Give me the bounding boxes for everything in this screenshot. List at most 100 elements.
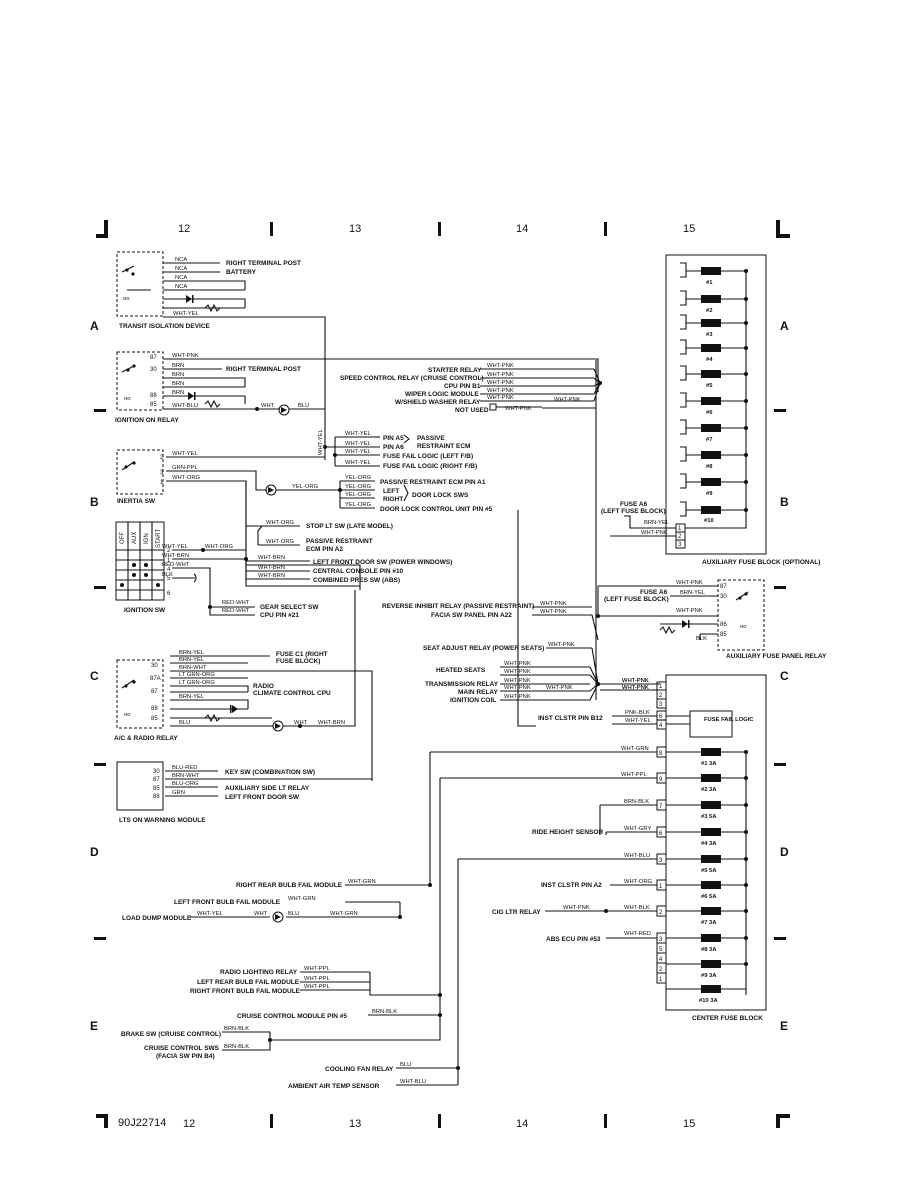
ride-height-label: RIDE HEIGHT SENSOR — [532, 829, 603, 836]
starter-wire-1: WHT-PNK — [487, 363, 514, 369]
starter-label-3: CPU PIN B1 — [444, 383, 481, 390]
aux-block-wire-1: BRN-YEL — [644, 520, 670, 526]
starter-label-2: SPEED CONTROL RELAY (CRUISE CONTROL) — [340, 375, 484, 382]
center-fuses: #1 3A #2 3A #3 5A #4 3A #5 5A #6 5A #7 3… — [666, 748, 748, 1004]
cf-fuse-1: #1 3A — [701, 761, 717, 767]
cf-top-pin-3: 3 — [659, 702, 663, 708]
seat-main-wire-1: WHT-PNK — [546, 685, 573, 691]
transit-wire-2: NCA — [175, 266, 187, 272]
aux-relay-wire-1: WHT-PNK — [676, 580, 703, 586]
ign-relay-pin-85: 85 — [150, 402, 157, 408]
pas-dest-2: PIN A6 — [383, 444, 404, 451]
ac-bottom-2: WHT-BRN — [318, 720, 345, 726]
lower-wire-1: WHT-GRN — [348, 879, 376, 885]
col-top-15: 15 — [683, 223, 695, 235]
seat-wire-6: WHT-PNK — [504, 694, 531, 700]
aux-relay-wire-3: WHT-PNK — [676, 608, 703, 614]
col-bottom-12: 12 — [183, 1118, 195, 1130]
aux-fuse-1: #1 — [706, 280, 713, 286]
ac-wire-7: BLU — [179, 720, 190, 726]
svg-text:oo: oo — [124, 712, 130, 718]
cf-fuse-3: #3 5A — [701, 814, 717, 820]
ac-dest-3: RADIO — [253, 683, 274, 690]
lower-wire-8: WHT-PPL — [304, 976, 331, 982]
aux-fuse-5: #5 — [706, 383, 713, 389]
lts-wire-3: BLU-ORG — [172, 781, 199, 787]
ign-sw-wire-1: WHT-YEL — [162, 544, 189, 550]
cf-fuse-4: #4 3A — [701, 841, 717, 847]
cf-wire-7: WHT-BLK — [624, 905, 650, 911]
row-right-a: A — [780, 319, 789, 333]
lower-wire-6: WHT-GRN — [330, 911, 358, 917]
reverse-wire-2: WHT-PNK — [540, 609, 567, 615]
col-top-12: 12 — [178, 223, 190, 235]
lower-label-10: (FACIA SW PIN B4) — [156, 1053, 215, 1060]
cf-top-wire-1: WHT-PNK — [622, 678, 649, 684]
lts-pin-30: 30 — [153, 769, 160, 775]
row-left-c: C — [90, 669, 99, 683]
wht-org-dest-1: STOP LT SW (LATE MODEL) — [306, 523, 393, 530]
ac-dest-1: FUSE C1 (RIGHT — [276, 651, 328, 658]
ac-wire-6: BRN-YEL — [179, 694, 205, 700]
ign-relay-wire-4: BRN — [172, 381, 184, 387]
svg-text:oo: oo — [123, 296, 129, 302]
aux-relay-pin-86: 86 — [720, 622, 727, 628]
ac-wire-4: LT GRN-ORG — [179, 672, 215, 678]
transit-dest-1: RIGHT TERMINAL POST — [226, 260, 301, 267]
ac-radio-relay: oo 30 87A 87 88 85 BRN-YEL BRN-YEL BRN-W… — [114, 590, 373, 781]
red-wht-dest-2: CPU PIN #21 — [260, 612, 299, 619]
cig-wire: WHT-PNK — [563, 905, 590, 911]
reverse-label-1: REVERSE INHIBIT RELAY (PASSIVE RESTRAINT… — [382, 603, 534, 610]
starter-label-1: STARTER RELAY — [428, 367, 482, 374]
pas-brace-2: RESTRAINT ECM — [417, 443, 470, 450]
aux-fuse-10: #10 — [704, 518, 714, 524]
row-labels: A B C D E A B C D E — [90, 319, 789, 1033]
cf-top-wire-4: WHT-YEL — [625, 718, 652, 724]
cf-fuse-2: #2 3A — [701, 787, 717, 793]
ign-sw-wire-4: BLK — [162, 572, 173, 578]
lower-wire-7: WHT-PPL — [304, 966, 331, 972]
wht-org-dest-3: ECM PIN A2 — [306, 546, 343, 553]
svg-text:oo: oo — [740, 624, 746, 630]
red-wht-wire-1: RED-WHT — [222, 600, 250, 606]
ac-bottom-1: WHT — [294, 720, 308, 726]
cf-wire-3: BRN-BLK — [624, 799, 649, 805]
lower-wire-9: WHT-PPL — [304, 984, 331, 990]
starter-main-wire: WHT-PNK — [554, 397, 581, 403]
cf-wire-8: WHT-RED — [624, 931, 651, 937]
ign-relay-dest: RIGHT TERMINAL POST — [226, 366, 301, 373]
cf-pin-1a: 1 — [659, 884, 663, 890]
lower-wire-2: WHT-GRN — [288, 896, 316, 902]
aux-fuse-block: #1 #2 #3 #4 #5 #6 #7 #8 #9 #10 1 2 3 FUS… — [601, 254, 820, 566]
seat-label-1: SEAT ADJUST RELAY (POWER SEATS) — [423, 645, 544, 652]
pas-dest-4: FUSE FAIL LOGIC (RIGHT F/B) — [383, 463, 477, 470]
yel-wire-4: YEL-ORG — [345, 502, 372, 508]
aux-fuse-2: #2 — [706, 308, 712, 314]
aux-block-pin-2: 2 — [678, 534, 682, 540]
transit-isolation-device: oo NCA NCA NCA NCA RIGHT TERMINAL POST B… — [116, 251, 326, 430]
ign-relay-wire-2: BRN — [172, 363, 184, 369]
ac-dest-2: FUSE BLOCK) — [276, 658, 320, 665]
center-fuse-top: 1 2 3 6 4 FUSE FAIL LOGIC WHT-PNK WHT-PN… — [517, 510, 767, 1011]
lower-label-2: LEFT FRONT BULB FAIL MODULE — [174, 899, 281, 906]
seat-label-3: TRANSMISSION RELAY — [425, 681, 499, 688]
lts-pin-88: 88 — [153, 794, 160, 800]
wht-brn-dest-1: LEFT FRONT DOOR SW (POWER WINDOWS) — [313, 559, 452, 566]
aux-relay-wire-2: BRN-YEL — [680, 590, 706, 596]
passive-restraint-group: WHT-YEL WHT-YEL WHT-YEL WHT-YEL WHT-YEL … — [318, 428, 477, 470]
lts-pin-85: 85 — [153, 786, 160, 792]
cf-fuse-10: #10 3A — [699, 998, 719, 1004]
wht-brn-dest-3: COMBINED PRES SW (ABS) — [313, 577, 400, 584]
ign-sw-caption: IGNITION SW — [124, 607, 166, 614]
aux-relay-wire-4: BLK — [696, 636, 707, 642]
ac-pin-30: 30 — [151, 663, 158, 669]
aux-fuse-6: #6 — [706, 410, 713, 416]
lower-branches: RIGHT REAR BULB FAIL MODULE LEFT FRONT B… — [121, 879, 460, 1090]
inertia-wire-3: WHT-ORG — [172, 475, 201, 481]
ign-relay-wire-1: WHT-PNK — [172, 353, 199, 359]
ign-relay-wire-6: WHT-BLU — [172, 403, 198, 409]
fuse-fail-logic: FUSE FAIL LOGIC — [704, 717, 754, 723]
lts-wire-1: BLU-RED — [172, 765, 197, 771]
yel-org-main: YEL-ORG — [292, 484, 319, 490]
red-wht-wire-2: RED-WHT — [222, 608, 250, 614]
